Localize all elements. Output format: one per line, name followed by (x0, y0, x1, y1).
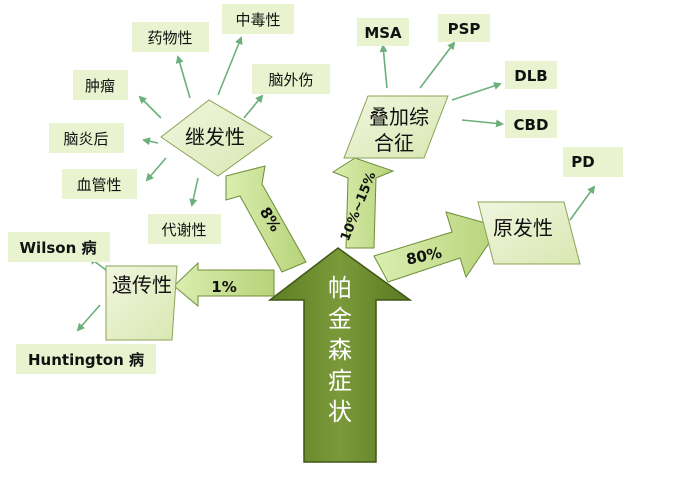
secondary-arrow: 8% (225, 165, 307, 273)
node-secondary-label: 继发性 (185, 125, 245, 149)
node-hereditary: 遗传性 (105, 265, 178, 341)
leaf-msa: MSA (357, 18, 409, 46)
leaf-tumor: 肿瘤 (73, 70, 128, 100)
leaf-psp-label: PSP (448, 20, 481, 38)
hereditary-percent: 1% (211, 278, 236, 296)
leaf-encephalitis-label: 脑炎后 (63, 130, 108, 148)
leaf-psp: PSP (438, 14, 490, 42)
center-label-char: 状 (328, 398, 352, 426)
leaf-cbd: CBD (505, 110, 557, 138)
leaf-metabolic: 代谢性 (148, 214, 221, 244)
leaf-dlb-label: DLB (514, 67, 547, 85)
node-overlap: 叠加综 合征 (343, 95, 449, 159)
leaf-drug-label: 药物性 (147, 29, 192, 47)
node-primary: 原发性 (477, 201, 581, 265)
leaf-encephalitis: 脑炎后 (49, 123, 124, 153)
leaf-vascular-label: 血管性 (76, 176, 121, 194)
connectors (76, 36, 596, 332)
center-label: 帕金森症状 (328, 274, 352, 426)
node-hereditary-label: 遗传性 (112, 273, 172, 297)
overlap-arrow: 10%~15% (331, 157, 395, 249)
leaf-cbd-label: CBD (514, 116, 549, 134)
center-label-char: 金 (328, 305, 352, 333)
node-overlap-line1: 叠加综 (369, 105, 429, 129)
primary-arrow: 80% (373, 211, 501, 283)
leaf-poison: 中毒性 (222, 4, 294, 34)
center-label-char: 森 (328, 336, 352, 364)
node-primary-label: 原发性 (493, 216, 553, 240)
leaf-poison-label: 中毒性 (235, 11, 280, 29)
leaf-dlb: DLB (505, 61, 557, 89)
leaf-msa-label: MSA (364, 24, 402, 42)
center-label-char: 症 (328, 367, 352, 395)
node-secondary: 继发性 (160, 99, 273, 177)
leaf-wilson-label: Wilson 病 (20, 239, 97, 257)
leaf-wilson: Wilson 病 (8, 232, 110, 262)
leaf-metabolic-label: 代谢性 (161, 221, 206, 239)
leaf-trauma-label: 脑外伤 (268, 71, 313, 89)
hereditary-arrow: 1% (173, 261, 275, 308)
node-overlap-line2: 合征 (374, 131, 414, 155)
leaf-pd-label: PD (571, 153, 594, 171)
leaf-tumor-label: 肿瘤 (85, 77, 115, 95)
leaf-huntington-label: Huntington 病 (28, 351, 144, 369)
leaf-huntington: Huntington 病 (16, 344, 156, 374)
leaf-vascular: 血管性 (62, 169, 137, 199)
leaf-drug: 药物性 (132, 22, 209, 52)
leaf-trauma: 脑外伤 (252, 64, 330, 94)
leaf-pd: PD (563, 147, 623, 177)
center-arrow: 帕金森症状 (267, 247, 413, 463)
center-label-char: 帕 (328, 274, 352, 302)
